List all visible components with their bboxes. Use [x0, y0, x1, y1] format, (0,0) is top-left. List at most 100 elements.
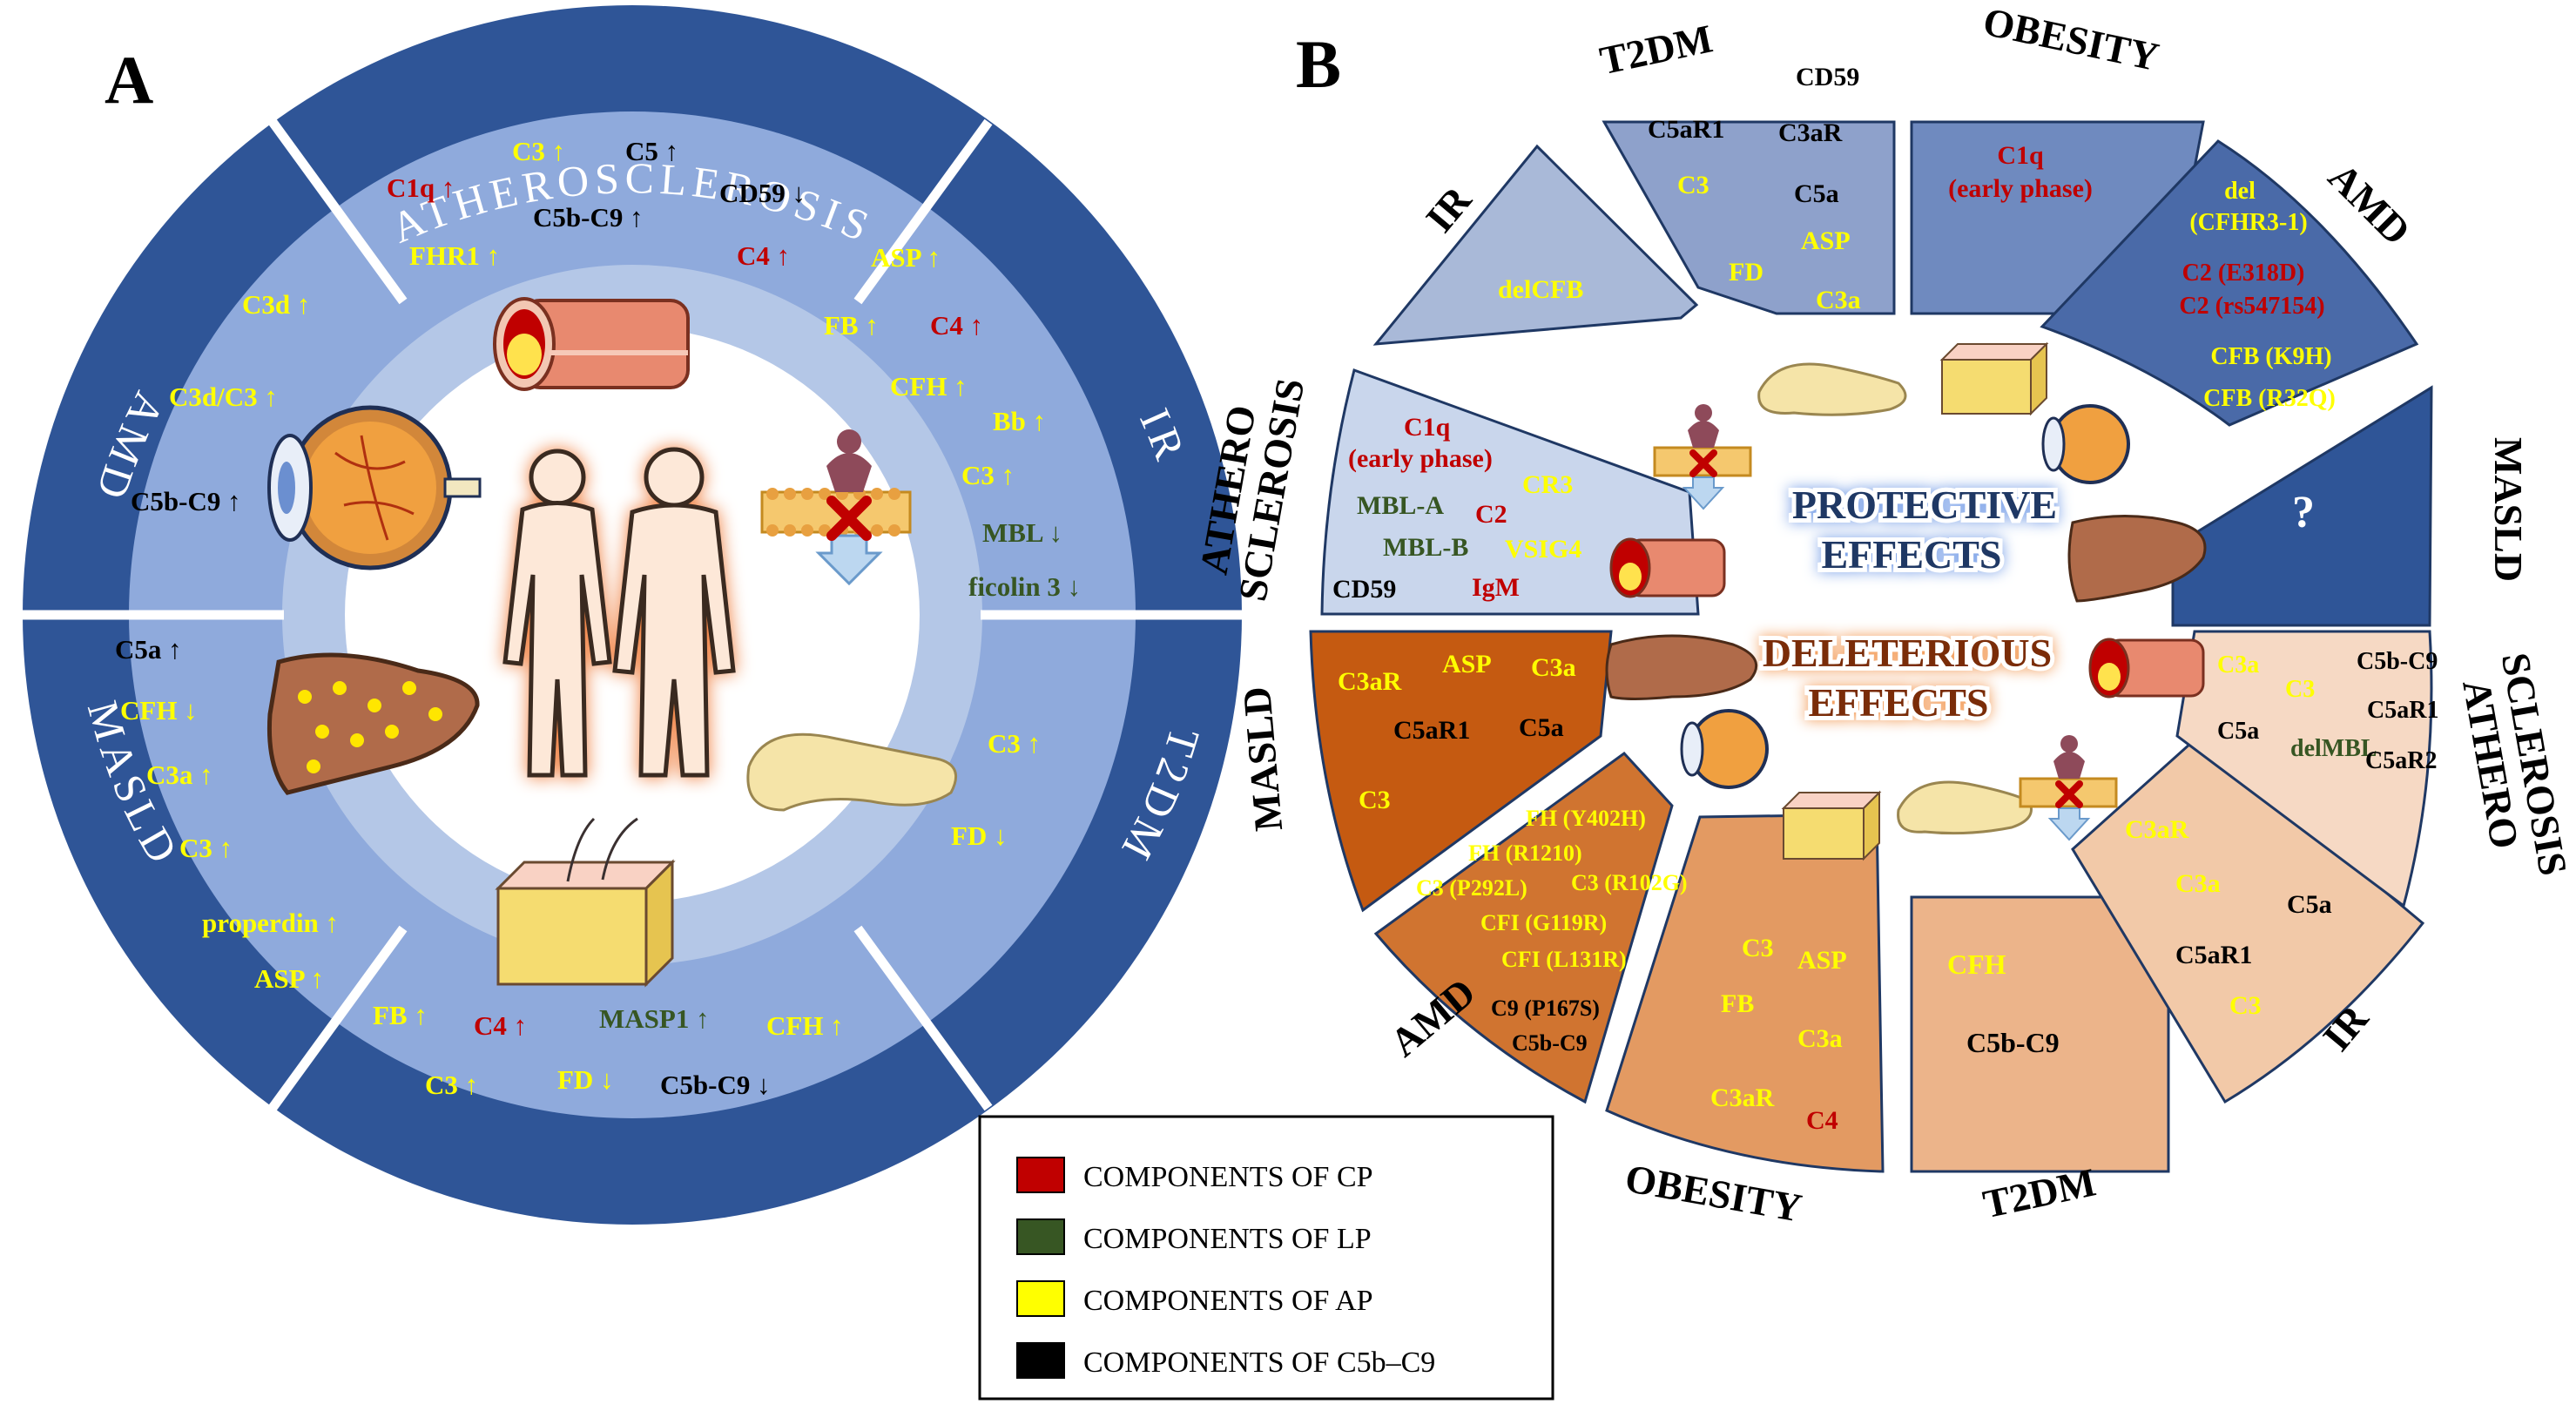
- a-ob-item: FD ↓: [557, 1064, 614, 1095]
- b-del-t2dm-item: C5b-C9: [1966, 1027, 2060, 1058]
- b-artery-deleterious-icon: [2088, 638, 2205, 699]
- a-masld-item: C3a ↑: [146, 759, 213, 790]
- b-prot-masld-sector: [2171, 385, 2433, 627]
- b-del-athero-sector: [2175, 630, 2433, 908]
- b-prot-amd-item: CFB (K9H): [2210, 343, 2331, 370]
- b-prot-t2dm-item: ASP: [1801, 226, 1851, 255]
- a-ir-item: Bb ↑: [993, 406, 1046, 436]
- pancreas-icon: [746, 732, 958, 812]
- a-ath-item: C1q ↑: [387, 172, 455, 203]
- a-amd-item: C3d ↑: [242, 289, 310, 320]
- a-ob-item: C4 ↑: [474, 1010, 527, 1041]
- b-deleterious-title-2: EFFECTS: [1808, 680, 1988, 725]
- panel-a: A ATHEROSCLEROSIS IR T2DM OBESITY MASLD: [23, 5, 1242, 1275]
- artery-icon: [493, 297, 690, 391]
- b-prot-athero-item: (early phase): [1348, 444, 1493, 473]
- a-amd-item: C5b-C9 ↑: [131, 486, 241, 516]
- legend-item: COMPONENTS OF LP: [1016, 1218, 1372, 1255]
- a-ob-item: FB ↑: [373, 1000, 428, 1030]
- a-ath-item: C5b-C9 ↑: [533, 202, 644, 233]
- panel-a-items-t2dm: C3 ↑ FD ↓: [951, 728, 1041, 851]
- panel-a-items-masld: C5a ↑ CFH ↓ C3a ↑ C3 ↑ properdin ↑ ASP ↑: [115, 634, 339, 994]
- b-adipose-protective-icon: [1939, 341, 2049, 416]
- a-ir-item: ficolin 3 ↓: [968, 571, 1081, 602]
- a-amd-item: C3d/C3 ↑: [169, 381, 278, 412]
- a-ath-item: C5 ↑: [625, 136, 678, 166]
- b-prot-amd-items: del (CFHR3-1) C2 (E318D) C2 (rs547154) C…: [2179, 178, 2335, 412]
- legend-item: COMPONENTS OF AP: [1016, 1280, 1373, 1317]
- legend-label: COMPONENTS OF C5b–C9: [1083, 1347, 1435, 1379]
- b-del-masld-sector: [1309, 630, 1613, 913]
- b-prot-athero-item: MBL-B: [1383, 533, 1468, 562]
- b-title-t2dm-top: T2DM: [1596, 16, 1716, 83]
- a-ath-item: C4 ↑: [737, 240, 790, 271]
- panel-a-label: A: [105, 42, 153, 118]
- legend-label: COMPONENTS OF LP: [1083, 1223, 1372, 1255]
- b-prot-amd-item: CFB (R32Q): [2203, 385, 2336, 412]
- b-del-athero-item: C5aR2: [2365, 747, 2437, 774]
- b-title-obesity-bottom: OBESITY: [1622, 1156, 1805, 1231]
- a-ob-item: MASP1 ↑: [599, 1003, 710, 1034]
- b-del-ir-item: C5aR1: [2175, 941, 2252, 969]
- b-del-amd-item: C9 (P167S): [1491, 996, 1600, 1021]
- b-prot-amd-item: (CFHR3-1): [2189, 209, 2307, 236]
- legend-label: COMPONENTS OF CP: [1083, 1161, 1373, 1193]
- b-del-athero-items: C3a C3 C5b-C9 C5a C5aR1 delMBL C5aR2: [2217, 648, 2438, 774]
- legend-label: COMPONENTS OF AP: [1083, 1285, 1373, 1317]
- adipose-tissue-icon: [495, 817, 676, 988]
- b-prot-athero-sector: [1320, 368, 1700, 616]
- b-prot-ir-item: delCFB: [1498, 275, 1583, 304]
- b-prot-t2dm-item: C5a: [1794, 179, 1839, 208]
- b-deleterious-title-1: DELETERIOUS: [1763, 631, 2052, 675]
- b-del-athero-item: C5a: [2217, 718, 2259, 745]
- liver-icon: [266, 652, 480, 795]
- human-figures-icon: [502, 447, 736, 778]
- a-ir-item: ASP ↑: [871, 242, 941, 273]
- b-prot-t2dm-sector: [1602, 120, 1896, 315]
- legend-swatch-lp: [1016, 1218, 1065, 1255]
- a-ob-item: CFH ↑: [766, 1010, 844, 1041]
- b-membrane-deleterious-icon: [2019, 735, 2118, 841]
- b-del-masld-item: C3a: [1531, 653, 1576, 682]
- eye-icon: [267, 405, 482, 570]
- b-liver-protective-icon: [2067, 515, 2207, 603]
- panel-a-dividers: [23, 118, 1242, 1111]
- b-del-athero-item: C3: [2285, 676, 2315, 703]
- a-ir-item: C3 ↑: [961, 460, 1015, 490]
- b-prot-t2dm-item: CD59: [1796, 63, 1859, 91]
- b-prot-amd-item: C2 (rs547154): [2179, 293, 2324, 320]
- b-del-ob-item: C3aR: [1710, 1083, 1775, 1112]
- b-prot-athero-item: IgM: [1472, 573, 1520, 602]
- a-masld-item: CFH ↓: [120, 695, 198, 726]
- b-prot-t2dm-items: CD59 C5aR1 C3aR C3 C5a ASP FD C3a: [1648, 63, 1861, 314]
- b-protective-title-2: EFFECTS: [1821, 532, 2001, 577]
- b-del-ob-item: ASP: [1797, 946, 1847, 975]
- a-ath-item: FHR1 ↑: [409, 240, 500, 271]
- b-del-athero-item: C5b-C9: [2357, 648, 2438, 675]
- b-del-masld-item: C3: [1359, 786, 1391, 814]
- b-adipose-deleterious-icon: [1781, 790, 1882, 861]
- panel-a-items-ir: ASP ↑ FB ↑ C4 ↑ CFH ↑ Bb ↑ C3 ↑ MBL ↓ fi…: [824, 242, 1081, 602]
- b-eye-deleterious-icon: [1680, 709, 1769, 789]
- panel-a-items-obesity: FB ↑ C4 ↑ MASP1 ↑ CFH ↑ C3 ↑ FD ↓ C5b-C9…: [373, 1000, 844, 1100]
- b-del-amd-sector: [1373, 751, 1674, 1104]
- a-masld-item: ASP ↑: [254, 963, 324, 994]
- a-t2dm-item: C3 ↑: [988, 728, 1041, 759]
- b-del-t2dm-item: CFH: [1947, 948, 2006, 980]
- b-del-amd-item: CFI (L131R): [1501, 947, 1627, 972]
- a-masld-item: C5a ↑: [115, 634, 182, 665]
- b-title-obesity-top: OBESITY: [1979, 0, 2163, 79]
- b-prot-ir-sector: [1372, 144, 1699, 346]
- b-prot-amd-item: C2 (E318D): [2182, 260, 2305, 287]
- b-prot-athero-item: VSIG4: [1505, 535, 1581, 564]
- b-del-amd-item: C5b-C9: [1512, 1030, 1588, 1056]
- b-del-obesity-sector: [1605, 813, 1885, 1173]
- panel-b-label: B: [1296, 26, 1341, 102]
- b-del-obesity-items: C3 ASP FB C3a C3aR C4: [1710, 934, 1847, 1135]
- b-del-masld-item: C5a: [1519, 713, 1564, 742]
- b-title-masld-right: MASLD: [2486, 437, 2531, 582]
- b-del-amd-item: C3 (R102G): [1571, 870, 1688, 895]
- b-del-ir-item: C5a: [2287, 890, 2332, 919]
- b-prot-athero-item: CR3: [1522, 470, 1573, 499]
